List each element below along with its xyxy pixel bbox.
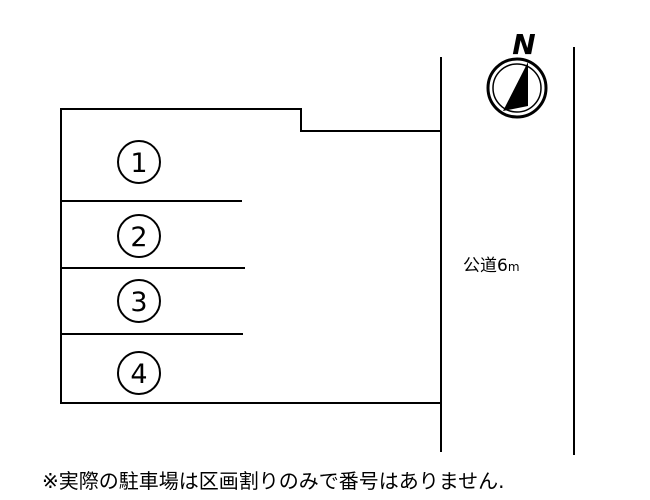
north-inner-circle xyxy=(492,63,542,113)
lot-3-marker: 3 xyxy=(117,279,161,323)
road-width-unit: m xyxy=(507,260,520,274)
north-letter: N xyxy=(512,28,535,61)
north-arrow-icon: N xyxy=(486,28,548,119)
road-width: 6 xyxy=(497,256,508,276)
road-label-text: 公道 xyxy=(463,256,497,276)
lot-4-number: 4 xyxy=(130,359,147,390)
lot-1-marker: 1 xyxy=(117,140,161,184)
lot-2-marker: 2 xyxy=(117,214,161,258)
north-circle xyxy=(486,57,548,119)
road-label: 公道6m xyxy=(463,251,520,276)
lot-1-number: 1 xyxy=(130,148,147,179)
lot-1-circle xyxy=(117,140,161,184)
lot-3-number: 3 xyxy=(130,287,147,318)
lot-4-circle xyxy=(117,351,161,395)
lot-3-circle xyxy=(117,279,161,323)
footnote: ※実際の駐車場は区画割りのみで番号はありません. xyxy=(42,469,505,493)
lot-2-circle xyxy=(117,214,161,258)
lot-4-marker: 4 xyxy=(117,351,161,395)
lot-2-number: 2 xyxy=(130,222,147,253)
lot-boundary xyxy=(60,108,441,404)
north-pointer xyxy=(503,62,528,111)
